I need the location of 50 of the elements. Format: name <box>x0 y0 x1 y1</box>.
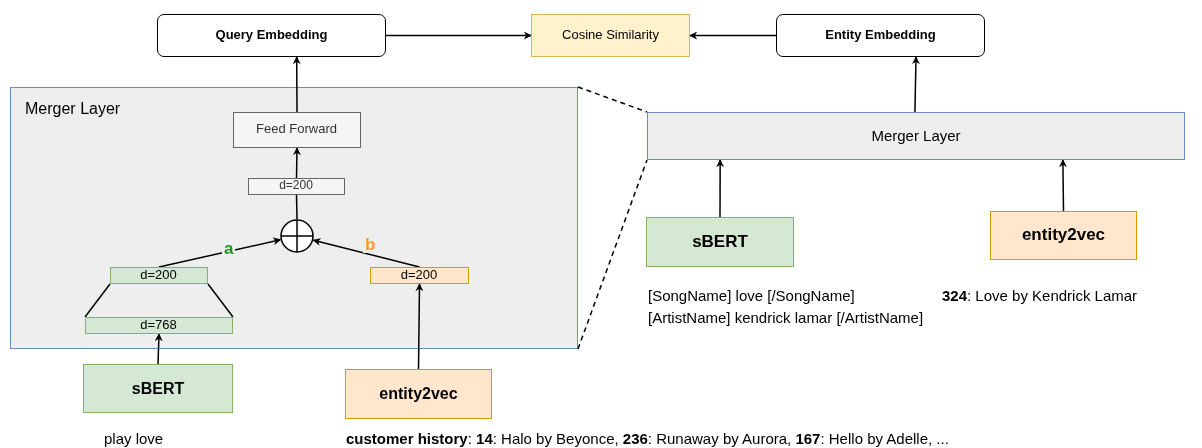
process-box <box>776 14 985 57</box>
layer-panel <box>10 87 578 349</box>
process-box <box>83 364 233 413</box>
process-box <box>369 266 469 284</box>
box-label: Cosine Similarity <box>562 28 659 43</box>
process-box <box>647 112 1185 160</box>
process-box <box>232 111 361 148</box>
arrow <box>1058 159 1067 212</box>
arrow <box>312 238 421 268</box>
input-example-text: 324: Love by Kendrick Lamar <box>942 286 1139 306</box>
connector-line <box>295 194 298 220</box>
zoom-line <box>577 159 648 350</box>
box-label: Feed Forward <box>256 122 337 137</box>
box-label: sBERT <box>131 379 185 398</box>
box-label: sBERT <box>692 232 748 252</box>
arrow <box>689 31 777 40</box>
connector-line <box>84 283 111 318</box>
arrow <box>292 147 301 179</box>
box-label: d=200 <box>400 267 438 283</box>
arrow <box>385 31 532 40</box>
process-box <box>990 211 1137 260</box>
box-label: d=200 <box>279 179 313 193</box>
box-label: Query Embedding <box>215 28 328 43</box>
process-box <box>646 217 794 267</box>
process-box <box>157 14 386 57</box>
arrow <box>292 56 301 113</box>
arrow <box>415 283 424 370</box>
arrow <box>154 333 163 365</box>
box-label: Merger Layer <box>871 127 961 145</box>
sum-circle <box>279 218 314 253</box>
process-box <box>247 177 345 195</box>
arrow <box>716 159 725 218</box>
connector-line <box>207 283 234 318</box>
zoom-line <box>577 86 648 113</box>
input-example-text: [SongName] love [/SongName] [ArtistName] kendrick lamar [/ArtistName] <box>648 286 925 328</box>
box-label: entity2vec <box>1021 226 1106 245</box>
edge-label: b <box>363 236 378 253</box>
box-label: d=768 <box>140 317 177 333</box>
arrow <box>158 237 282 268</box>
process-box <box>345 369 492 419</box>
box-label: Entity Embedding <box>825 28 936 43</box>
input-example-text: customer history: 14: Halo by Beyonce, 236: Runaway by Aurora, 167: Hello by Adelle, ... <box>346 429 950 448</box>
process-box <box>109 266 208 284</box>
box-label: entity2vec <box>379 385 458 403</box>
box-label: d=200 <box>140 267 177 283</box>
input-example-text: play love <box>104 429 165 448</box>
process-box <box>84 316 233 334</box>
process-box <box>531 14 690 57</box>
panel-title: Merger Layer <box>25 100 121 118</box>
arrow <box>911 56 920 113</box>
